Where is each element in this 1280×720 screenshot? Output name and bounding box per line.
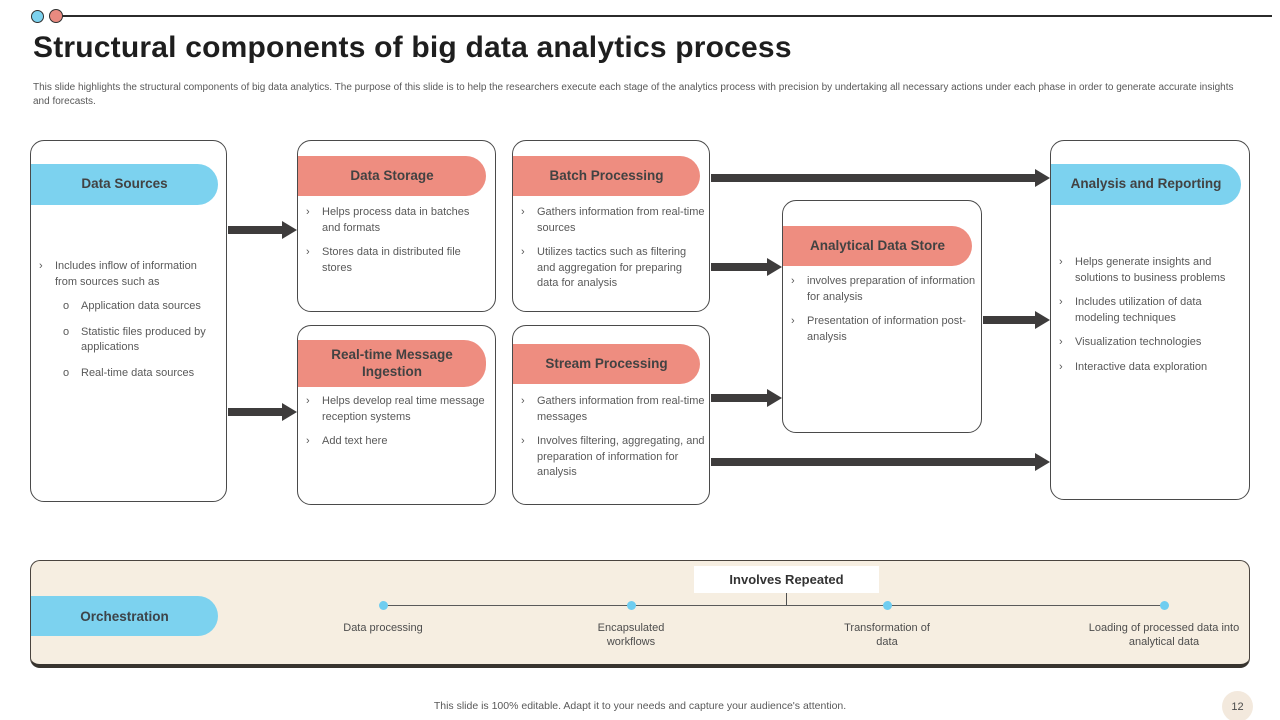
arrow-batch-to-reporting-icon: [711, 174, 1035, 182]
timeline-line: [383, 605, 1164, 606]
list-item: o Real-time data sources: [63, 366, 221, 382]
orchestration-band: Orchestration Involves Repeated Data pro…: [30, 560, 1250, 668]
bullet-marker: ›: [306, 435, 310, 448]
timeline-dot-icon: [883, 601, 892, 610]
footer-note: This slide is 100% editable. Adapt it to…: [433, 700, 847, 712]
callout-connector: [786, 593, 787, 606]
bullet-marker: ›: [521, 246, 525, 259]
timeline-dot-icon: [379, 601, 388, 610]
bullet-marker: ›: [791, 315, 795, 328]
data-storage-title: Data Storage: [350, 167, 434, 183]
analysis-reporting-box: Analysis and Reporting › Helps generate …: [1050, 140, 1250, 500]
list-item: › Gathers information from real-time mes…: [521, 394, 705, 425]
list-item: › Includes utilization of data modeling …: [1059, 295, 1245, 326]
data-sources-box: Data Sources › Includes inflow of inform…: [30, 140, 227, 502]
data-storage-box: Data Storage › Helps process data in bat…: [297, 140, 496, 312]
timeline-dot-icon: [1160, 601, 1169, 610]
sub-bullet-marker: o: [63, 300, 70, 313]
batch-processing-header: Batch Processing: [513, 156, 700, 196]
list-item: › Helps generate insights and solutions …: [1059, 255, 1245, 286]
page-number: 12: [1231, 700, 1244, 713]
bullet-marker: ›: [1059, 361, 1063, 374]
slide-description: This slide highlights the structural com…: [33, 82, 1234, 107]
bullet-marker: ›: [306, 395, 310, 407]
arrow-stream-to-reporting-icon: [711, 458, 1035, 466]
timeline-step-label: Data processing: [343, 622, 423, 634]
list-item: › Helps process data in batches and form…: [306, 205, 490, 236]
bullet-marker: ›: [306, 206, 310, 218]
header-divider: [62, 15, 1272, 17]
list-item: › Stores data in distributed file stores: [306, 245, 490, 276]
list-item: › Utilizes tactics such as filtering and…: [521, 245, 705, 292]
list-item: › Add text here: [306, 434, 490, 450]
data-storage-header: Data Storage: [298, 156, 486, 196]
bullet-marker: ›: [1059, 296, 1063, 309]
list-item: › Presentation of information post-analy…: [791, 314, 977, 345]
page-number-badge: 12: [1222, 691, 1253, 720]
list-item: › Gathers information from real-time sou…: [521, 205, 705, 236]
deco-circle-blue-icon: [31, 10, 44, 23]
orchestration-title: Orchestration: [80, 608, 169, 624]
orchestration-header: Orchestration: [31, 596, 218, 636]
realtime-ingestion-header: Real-time Message Ingestion: [298, 340, 486, 387]
list-item: › Interactive data exploration: [1059, 360, 1245, 376]
bullet-marker: ›: [1059, 336, 1063, 349]
stream-processing-title: Stream Processing: [545, 355, 668, 371]
bullet-marker: ›: [1059, 256, 1063, 268]
data-sources-title: Data Sources: [81, 176, 168, 192]
list-item: › involves preparation of information fo…: [791, 274, 977, 305]
data-sources-header: Data Sources: [31, 164, 218, 205]
batch-processing-box: Batch Processing › Gathers information f…: [512, 140, 710, 312]
sub-bullet-marker: o: [63, 367, 70, 380]
analysis-reporting-title: Analysis and Reporting: [1070, 176, 1222, 192]
arrow-sources-to-ingestion-icon: [228, 408, 282, 416]
timeline-step-label: Encapsulated workflows: [597, 622, 665, 649]
realtime-ingestion-title: Real-time Message Ingestion: [331, 346, 453, 379]
list-item: › Involves filtering, aggregating, and p…: [521, 434, 705, 481]
arrow-stream-to-analytical-icon: [711, 394, 767, 402]
involves-repeated-callout: Involves Repeated: [694, 566, 879, 593]
deco-circle-red-icon: [49, 9, 63, 23]
realtime-message-ingestion-box: Real-time Message Ingestion › Helps deve…: [297, 325, 496, 505]
arrow-batch-to-analytical-icon: [711, 263, 767, 271]
stream-processing-header: Stream Processing: [513, 344, 700, 384]
bullet-marker: ›: [306, 246, 310, 259]
bullet-marker: ›: [521, 435, 525, 448]
bullet-marker: ›: [521, 395, 525, 407]
bullet-marker: ›: [791, 275, 795, 287]
timeline-dot-icon: [627, 601, 636, 610]
list-item: o Application data sources: [63, 299, 221, 315]
bullet-marker: ›: [39, 260, 43, 272]
page-title: Structural components of big data analyt…: [33, 31, 792, 64]
timeline-step-label: Loading of processed data into analytica…: [1088, 622, 1240, 649]
bullet-marker: ›: [521, 206, 525, 218]
batch-processing-title: Batch Processing: [549, 167, 664, 183]
sub-bullet-marker: o: [63, 325, 70, 338]
list-item: › Helps develop real time message recept…: [306, 394, 490, 425]
list-item: › Visualization technologies: [1059, 335, 1245, 351]
timeline-step-label: Transformation of data: [844, 622, 930, 649]
arrow-sources-to-storage-icon: [228, 226, 282, 234]
arrow-analytical-to-reporting-icon: [983, 316, 1035, 324]
analytical-data-store-box: Analytical Data Store › involves prepara…: [782, 200, 982, 433]
stream-processing-box: Stream Processing › Gathers information …: [512, 325, 710, 505]
analytical-data-store-title: Analytical Data Store: [809, 237, 946, 253]
list-item: › Includes inflow of information from so…: [39, 259, 221, 290]
analytical-data-store-header: Analytical Data Store: [783, 226, 972, 266]
list-item: o Statistic files produced by applicatio…: [63, 325, 221, 356]
analysis-reporting-header: Analysis and Reporting: [1051, 164, 1241, 205]
